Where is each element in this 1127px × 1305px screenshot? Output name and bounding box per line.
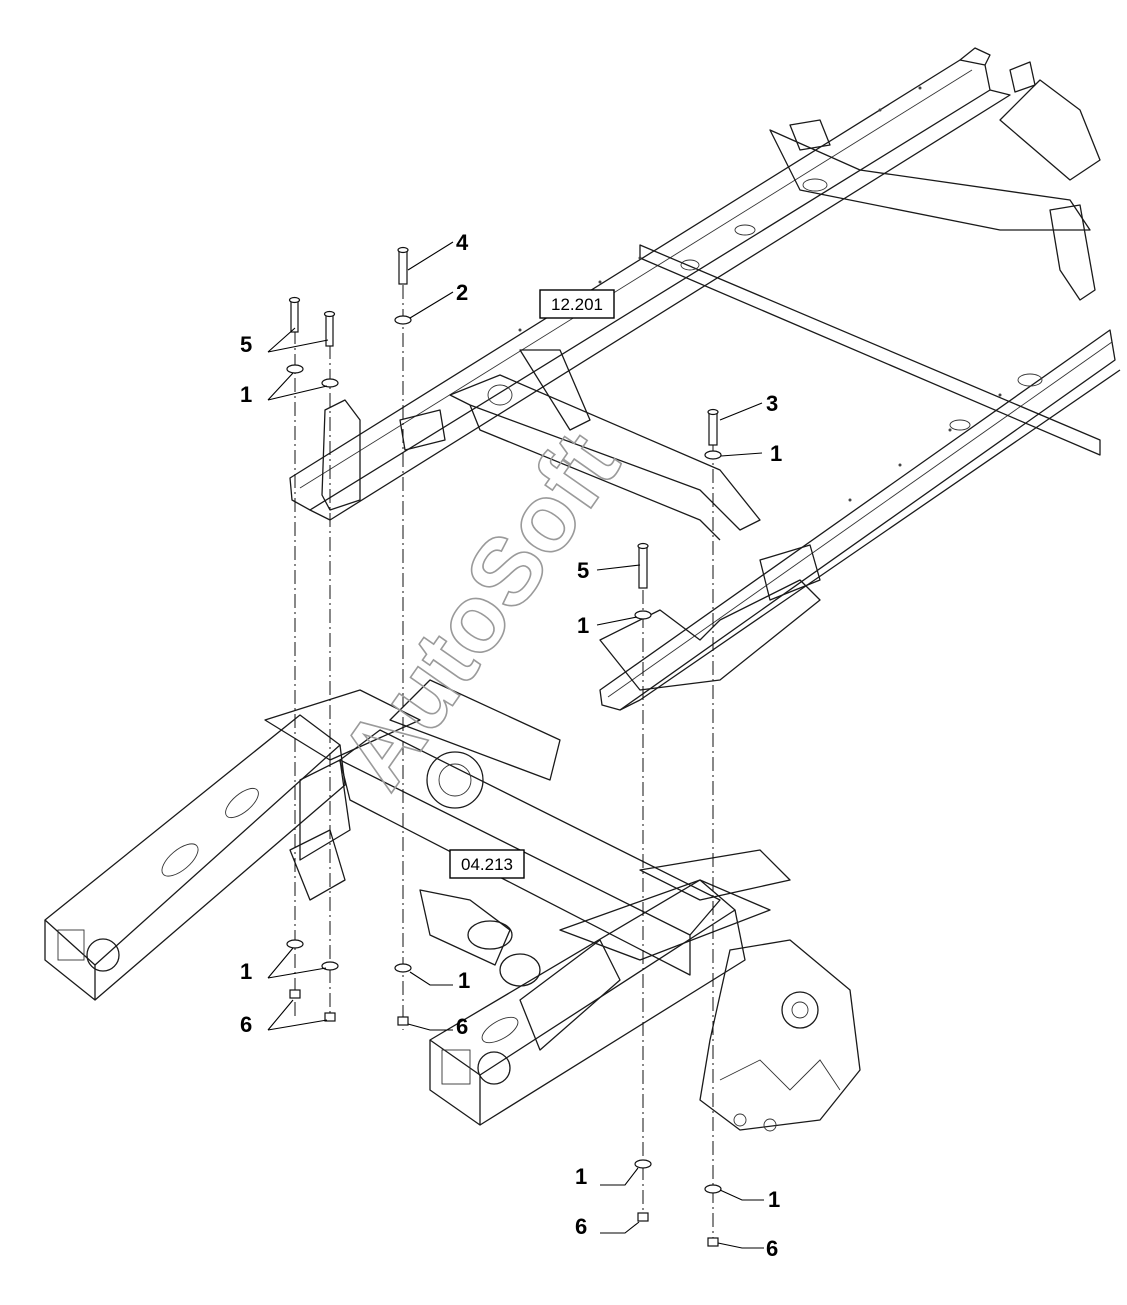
callout-item-6: 6 xyxy=(240,1012,252,1037)
callout-item-1: 1 xyxy=(575,1164,587,1189)
callout-item-4: 4 xyxy=(456,230,469,255)
frame-holes xyxy=(487,86,1043,502)
fastener-parts xyxy=(286,246,722,1247)
reference-box-04213: 04.213 xyxy=(449,849,525,879)
reference-label: 12.201 xyxy=(551,295,603,314)
callout-item-2: 2 xyxy=(456,280,468,305)
callout-item-6: 6 xyxy=(575,1214,587,1239)
callout-item-1: 1 xyxy=(240,382,252,407)
callout-item-5: 5 xyxy=(240,332,252,357)
reference-label: 04.213 xyxy=(461,855,513,874)
leader-lines xyxy=(267,241,764,1249)
callout-item-5: 5 xyxy=(577,558,589,583)
callout-numbers: 4 2 5 1 3 1 5 1 1 6 1 6 1 6 1 6 xyxy=(240,230,782,1261)
callout-item-6: 6 xyxy=(766,1236,778,1261)
callout-item-1: 1 xyxy=(768,1187,780,1212)
watermark-text: AutoSoft xyxy=(320,414,640,807)
callout-item-1: 1 xyxy=(458,968,470,993)
fastener-axes xyxy=(294,285,714,1245)
callout-item-1: 1 xyxy=(577,613,589,638)
tandem-axle-drawing xyxy=(44,679,861,1132)
callout-item-1: 1 xyxy=(240,959,252,984)
callout-item-6: 6 xyxy=(456,1014,468,1039)
callout-item-1: 1 xyxy=(770,441,782,466)
vehicle-frame-drawing xyxy=(289,47,1121,711)
callout-item-3: 3 xyxy=(766,391,778,416)
reference-box-12201: 12.201 xyxy=(539,289,615,319)
